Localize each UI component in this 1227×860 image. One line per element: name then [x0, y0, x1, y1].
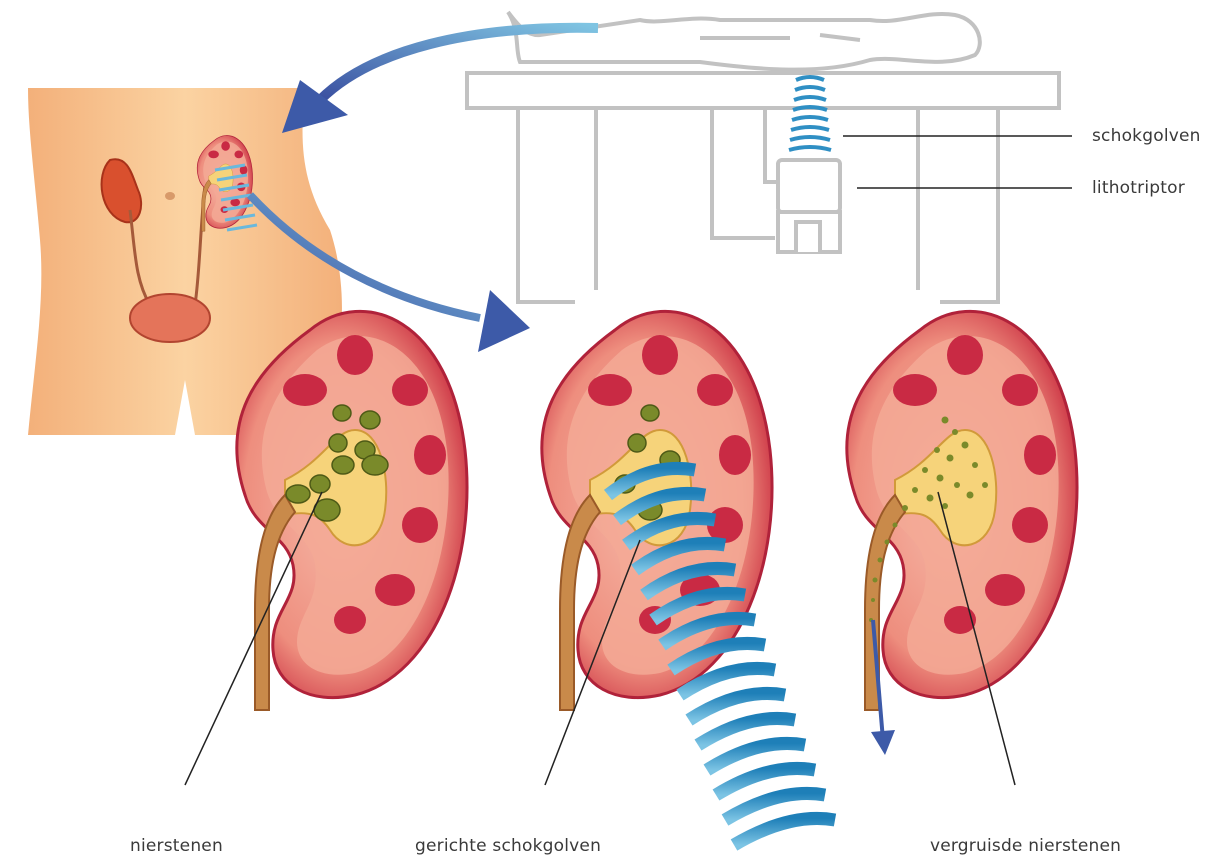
directed-shockwaves-label: gerichte schokgolven: [415, 836, 601, 856]
kidney-with-crushed-stones: [847, 311, 1077, 755]
kidney-with-stones: [237, 311, 467, 710]
lithotripter-label: lithotriptor: [1092, 178, 1185, 198]
shockwaves-label: schokgolven: [1092, 126, 1201, 146]
crushed-stones-label: vergruisde nierstenen: [930, 836, 1121, 856]
treatment-table: [467, 12, 1059, 302]
lithotripter-device: [778, 160, 840, 252]
device-shockwaves: [789, 77, 831, 150]
stones-label: nierstenen: [130, 836, 223, 856]
curved-arrow-top: [282, 28, 598, 133]
